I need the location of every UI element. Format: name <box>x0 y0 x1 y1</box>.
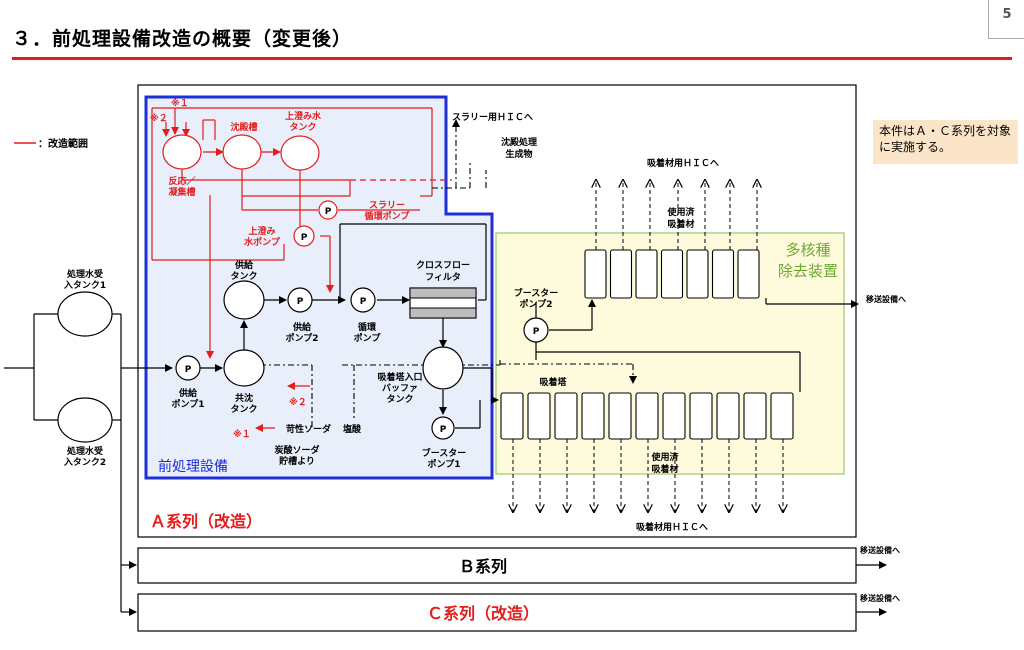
adsorption-tower <box>527 392 551 440</box>
adsorption-tower <box>770 392 794 440</box>
lower-hic-arrows <box>513 439 783 512</box>
supply-tank <box>223 280 265 320</box>
booster-pump-1 <box>431 416 455 440</box>
series-b-label: Ｂ系列 <box>459 557 507 576</box>
slurry-pump-label: スラリー循環ポンプ <box>365 200 411 222</box>
supply-pump-2 <box>287 287 313 313</box>
crossflow-filter-label: クロスフローフィルタ <box>416 260 470 283</box>
crossflow-filter <box>409 287 477 319</box>
used-adsorbent-lower-label: 使用済吸着材 <box>650 451 679 475</box>
supply-pump-2-symbol: P <box>297 297 304 307</box>
naoh-label: 苛性ソーダ <box>286 423 331 435</box>
settling-tank-label: 沈殿槽 <box>230 121 257 133</box>
upper-hic-arrows <box>596 180 757 250</box>
adsorption-tower-label: 吸着塔 <box>539 376 567 388</box>
pretreatment-label: 前処理設備 <box>158 458 228 475</box>
adsorption-tower <box>581 392 605 440</box>
slurry-pump <box>318 200 338 220</box>
receive-tank-2 <box>57 397 113 443</box>
adsorption-tower <box>554 392 578 440</box>
supernatant-tank-label: 上澄み水タンク <box>285 110 322 133</box>
page-number: 5 <box>988 0 1024 39</box>
slurry-hic-label: スラリー用ＨＩＣへ <box>452 112 533 123</box>
booster-pump-1-label: ブースターポンプ1 <box>422 447 467 470</box>
title-underline <box>12 57 1012 60</box>
mark-2-top: ※２ <box>150 113 168 124</box>
receive-tank-1-label: 処理水受入タンク1 <box>63 268 106 291</box>
reaction-tank-label: 反応／凝集槽 <box>168 175 195 198</box>
adsorption-tower <box>743 392 767 440</box>
coprecip-tank-label: 共沈タンク <box>230 392 257 415</box>
scope-note: 本件はＡ・Ｃ系列を対象に実施する。 <box>873 120 1018 164</box>
buffer-tank <box>422 346 464 390</box>
supply-pump-2-label: 供給ポンプ2 <box>286 321 319 344</box>
transfer-b-label: 移送設備へ <box>860 545 900 555</box>
adsorbent-column <box>584 249 607 299</box>
series-b-frame <box>137 547 857 584</box>
supply-pump-1 <box>175 355 201 381</box>
adsorption-tower <box>608 392 632 440</box>
adsorbent-column <box>635 249 658 299</box>
adsorption-tower <box>635 392 659 440</box>
booster-pump-2-symbol: P <box>533 327 540 337</box>
adsorption-tower <box>689 392 713 440</box>
supernatant-pump <box>293 225 315 247</box>
adsorbent-column <box>660 249 684 299</box>
supply-tank-label: 供給タンク <box>230 259 257 282</box>
slurry-pump-symbol: P <box>325 207 332 217</box>
circulation-pump-symbol: P <box>360 297 367 307</box>
mark-1-top: ※１ <box>171 98 189 109</box>
hcl-label: 塩酸 <box>343 423 362 435</box>
booster-pump-1-symbol: P <box>440 425 447 435</box>
supernatant-pump-symbol: P <box>301 233 308 243</box>
adsorption-tower <box>500 392 524 440</box>
coprecip-tank <box>223 349 265 387</box>
reaction-tank <box>162 134 202 170</box>
settling-tank <box>222 134 262 170</box>
series-a-label: Ａ系列（改造） <box>150 512 262 531</box>
lower-adsorption-towers <box>500 392 794 440</box>
booster-pump-2-label: ブースターポンプ2 <box>514 287 559 310</box>
pretreatment-piping <box>200 223 499 429</box>
receive-tank-2-label: 処理水受入タンク2 <box>63 445 106 468</box>
alps-piping <box>535 298 859 392</box>
supply-pump-1-symbol: P <box>185 365 192 375</box>
supply-pump-1-label: 供給ポンプ1 <box>172 387 205 410</box>
supernatant-tank <box>280 135 320 171</box>
adsorbent-hic-top-label: 吸着材用ＨＩＣへ <box>647 157 719 169</box>
chemical-dash-lines <box>260 119 637 428</box>
supernatant-pump-label: 上澄み水ポンプ <box>244 225 281 248</box>
booster-pump-2 <box>523 317 549 343</box>
page-title: ３．前処理設備改造の概要（変更後） <box>12 28 353 50</box>
transfer-a-label: 移送設備へ <box>866 294 906 304</box>
used-adsorbent-upper-label: 使用済吸着材 <box>666 206 695 230</box>
upper-adsorbent-columns <box>584 249 760 299</box>
adsorbent-column <box>711 249 735 299</box>
adsorbent-column <box>737 249 760 299</box>
circulation-pump-label: 循環ポンプ <box>354 321 382 344</box>
circulation-pump <box>350 287 376 313</box>
soda-ash-label: 炭酸ソーダ貯槽より <box>274 444 319 467</box>
series-c-label: Ｃ系列（改造） <box>427 604 539 623</box>
adsorption-tower <box>716 392 740 440</box>
mark-1-naoh: ※１ <box>233 429 251 440</box>
adsorbent-column <box>686 249 709 299</box>
buffer-tank-label: 吸着塔入口バッファタンク <box>377 371 422 405</box>
inlet-lines <box>4 313 173 616</box>
adsorption-tower <box>662 392 686 440</box>
alps-label: 多核種除去装置 <box>778 241 838 280</box>
receive-tank-1 <box>57 291 113 337</box>
transfer-c-label: 移送設備へ <box>860 593 900 603</box>
adsorbent-hic-bottom-label: 吸着材用ＨＩＣへ <box>636 521 708 533</box>
mark-2-naoh: ※２ <box>289 397 307 408</box>
sediment-label: 沈殿処理生成物 <box>501 136 537 160</box>
legend-label: ：改造範囲 <box>38 137 88 150</box>
modified-piping <box>151 107 452 359</box>
adsorbent-column <box>609 249 633 299</box>
